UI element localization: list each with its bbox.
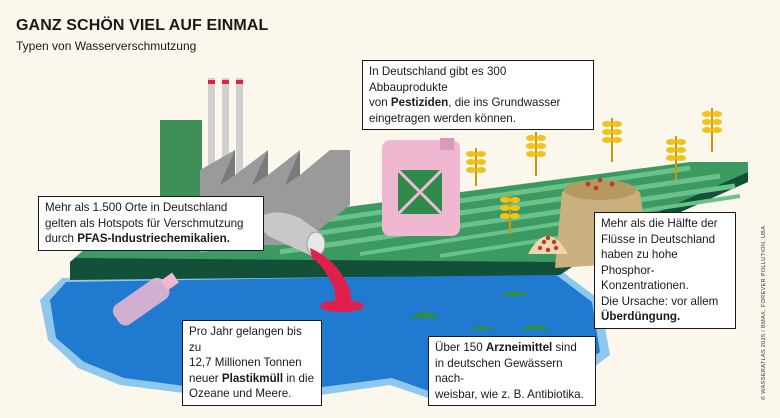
pfas-info-box: Mehr als 1.500 Orte in Deutschland gelte… xyxy=(38,196,264,251)
pesticides-info-box: In Deutschland gibt es 300 Abbauprodukte… xyxy=(362,60,594,130)
drain-pipe xyxy=(255,212,364,312)
plastic-info-box: Pro Jahr gelangen bis zu 12,7 Millionen … xyxy=(182,320,322,406)
plastic-bottle xyxy=(112,272,179,326)
wheat-field xyxy=(466,108,722,234)
credit-text: © WASSERATLAS 2025 / BMAX, FOREVER POLLU… xyxy=(761,225,767,400)
phosphor-info-box: Mehr als die Hälfte der Flüsse in Deutsc… xyxy=(594,212,736,329)
medicine-info-box: Über 150 Arzneimittel sind in deutschen … xyxy=(428,336,596,406)
fertilizer-pile xyxy=(528,235,568,254)
pills xyxy=(410,291,550,330)
page-subtitle: Typen von Wasserverschmutzung xyxy=(16,39,197,53)
pesticide-canister xyxy=(382,138,460,236)
page-title: GANZ SCHÖN VIEL AUF EINMAL xyxy=(16,17,269,34)
